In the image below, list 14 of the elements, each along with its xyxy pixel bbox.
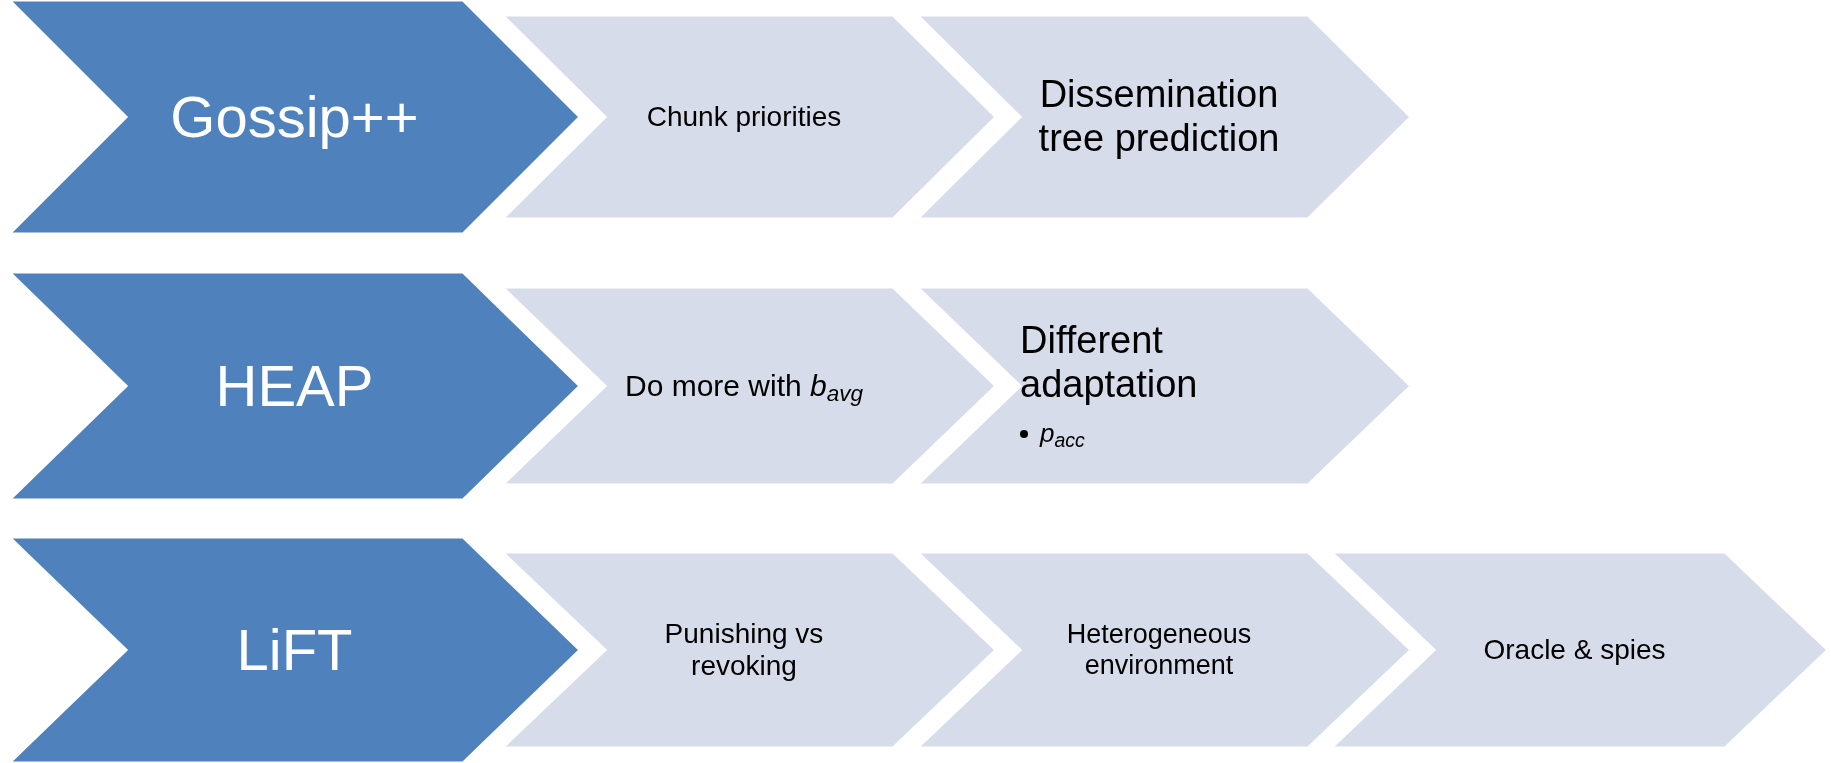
step-label: Chunk priorities <box>646 100 842 134</box>
category-header <box>9 0 580 234</box>
chevron-title: HEAP <box>215 352 374 420</box>
step-label: Heterogeneous environment <box>1065 618 1253 682</box>
category-header <box>9 537 580 763</box>
chevron-title: Gossip++ <box>170 83 419 151</box>
step-label: Do more with b$_{avg}$ <box>625 368 863 404</box>
category-header <box>9 272 580 500</box>
chevron-title: LiFT <box>236 616 353 684</box>
step-label: Oracle & spies <box>1483 633 1666 667</box>
bullet-text: p$_{acc}$ <box>1040 417 1085 454</box>
step-label: Dissemination tree prediction <box>1037 73 1281 161</box>
step-label: Different adaptation <box>1020 318 1199 407</box>
step-label: Punishing vs revoking <box>663 617 825 683</box>
